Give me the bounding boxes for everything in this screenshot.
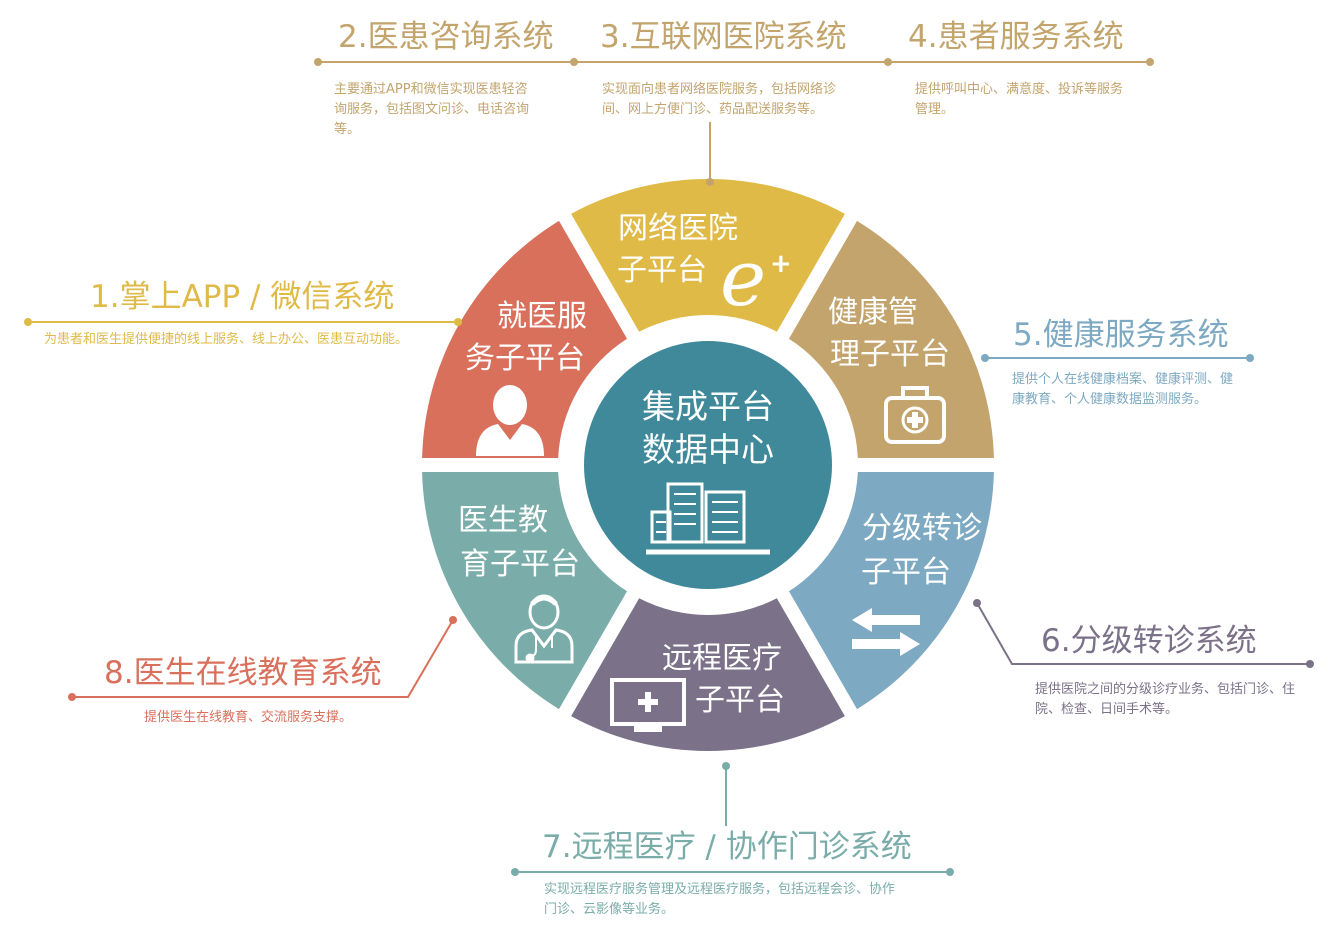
svg-text:+: + [770,249,792,279]
seg-yisheng-line2: 育子平台 [460,547,580,582]
system-3-desc: 实现面向患者网络医院服务，包括网络诊间、网上方便门诊、药品配送服务等。 [602,82,837,117]
system-5-title: 5.健康服务系统 [1013,317,1229,353]
segment-jiuyi [571,179,845,332]
seg-wangluo-line1: 网络医院 [618,211,738,246]
system-7-desc: 实现远程医疗服务管理及远程医疗服务，包括远程会诊、协作门诊、云影像等业务。 [544,882,896,917]
system-5-desc: 提供个人在线健康档案、健康评测、健康教育、个人健康数据监测服务。 [1012,372,1234,407]
seg-yisheng-line1: 医生教 [458,503,548,538]
seg-fenji-line1: 分级转诊 [862,511,982,546]
system-1-title: 1.掌上APP / 微信系统 [90,279,395,315]
system-8-desc: 提供医生在线教育、交流服务支撑。 [144,710,353,725]
monitor-plus-icon [610,678,686,732]
system-7-title: 7.远程医疗 / 协作门诊系统 [542,829,912,865]
segment-yuancheng [422,471,628,710]
seg-jiankang-line1: 健康管 [828,295,918,330]
user-icon [476,385,544,456]
system-4-title: 4.患者服务系统 [908,19,1124,55]
system-6-desc: 提供医院之间的分级诊疗业务、包括门诊、住院、检查、日间手术等。 [1035,682,1296,717]
system-1-desc: 为患者和医生提供便捷的线上服务、线上办公、医患互动功能。 [44,332,409,347]
system-2-title: 2.医患咨询系统 [338,19,554,55]
center-circle [584,341,832,589]
system-8-title: 8.医生在线教育系统 [104,655,382,691]
connector-lines [24,58,1314,876]
s8-connector-line [72,619,454,698]
seg-yuancheng-line1: 远程医疗 [662,641,782,676]
transfer-arrows-icon [852,608,920,656]
seg-yuancheng-line2: 子平台 [695,683,785,718]
hospital-building-icon [646,482,770,555]
center-line2: 数据中心 [642,430,774,469]
doctor-icon [514,594,574,664]
segment-jiankang [788,471,994,710]
s6-connector-line [976,602,1310,665]
segment-yisheng [422,220,628,459]
system-6-title: 6.分级转诊系统 [1041,623,1257,659]
medical-kit-icon [884,386,946,444]
seg-jiankang-line2: 理子平台 [830,337,950,372]
system-2-desc: 主要通过APP和微信实现医患轻咨询服务，包括图文问诊、电话咨询等。 [334,82,530,137]
system-3-title: 3.互联网医院系统 [600,19,847,55]
svg-text:e: e [720,234,766,324]
platform-ring [422,179,994,751]
seg-jiuyi-line2: 务子平台 [465,341,585,376]
segment-fenji [571,598,845,751]
e-plus-icon: e + [720,234,792,324]
seg-jiuyi-line1: 就医服 [497,299,587,334]
center-line1: 集成平台 [642,387,774,426]
system-4-desc: 提供呼叫中心、满意度、投诉等服务管理。 [915,82,1124,117]
seg-fenji-line2: 子平台 [861,555,951,590]
seg-wangluo-line2: 子平台 [617,253,707,288]
